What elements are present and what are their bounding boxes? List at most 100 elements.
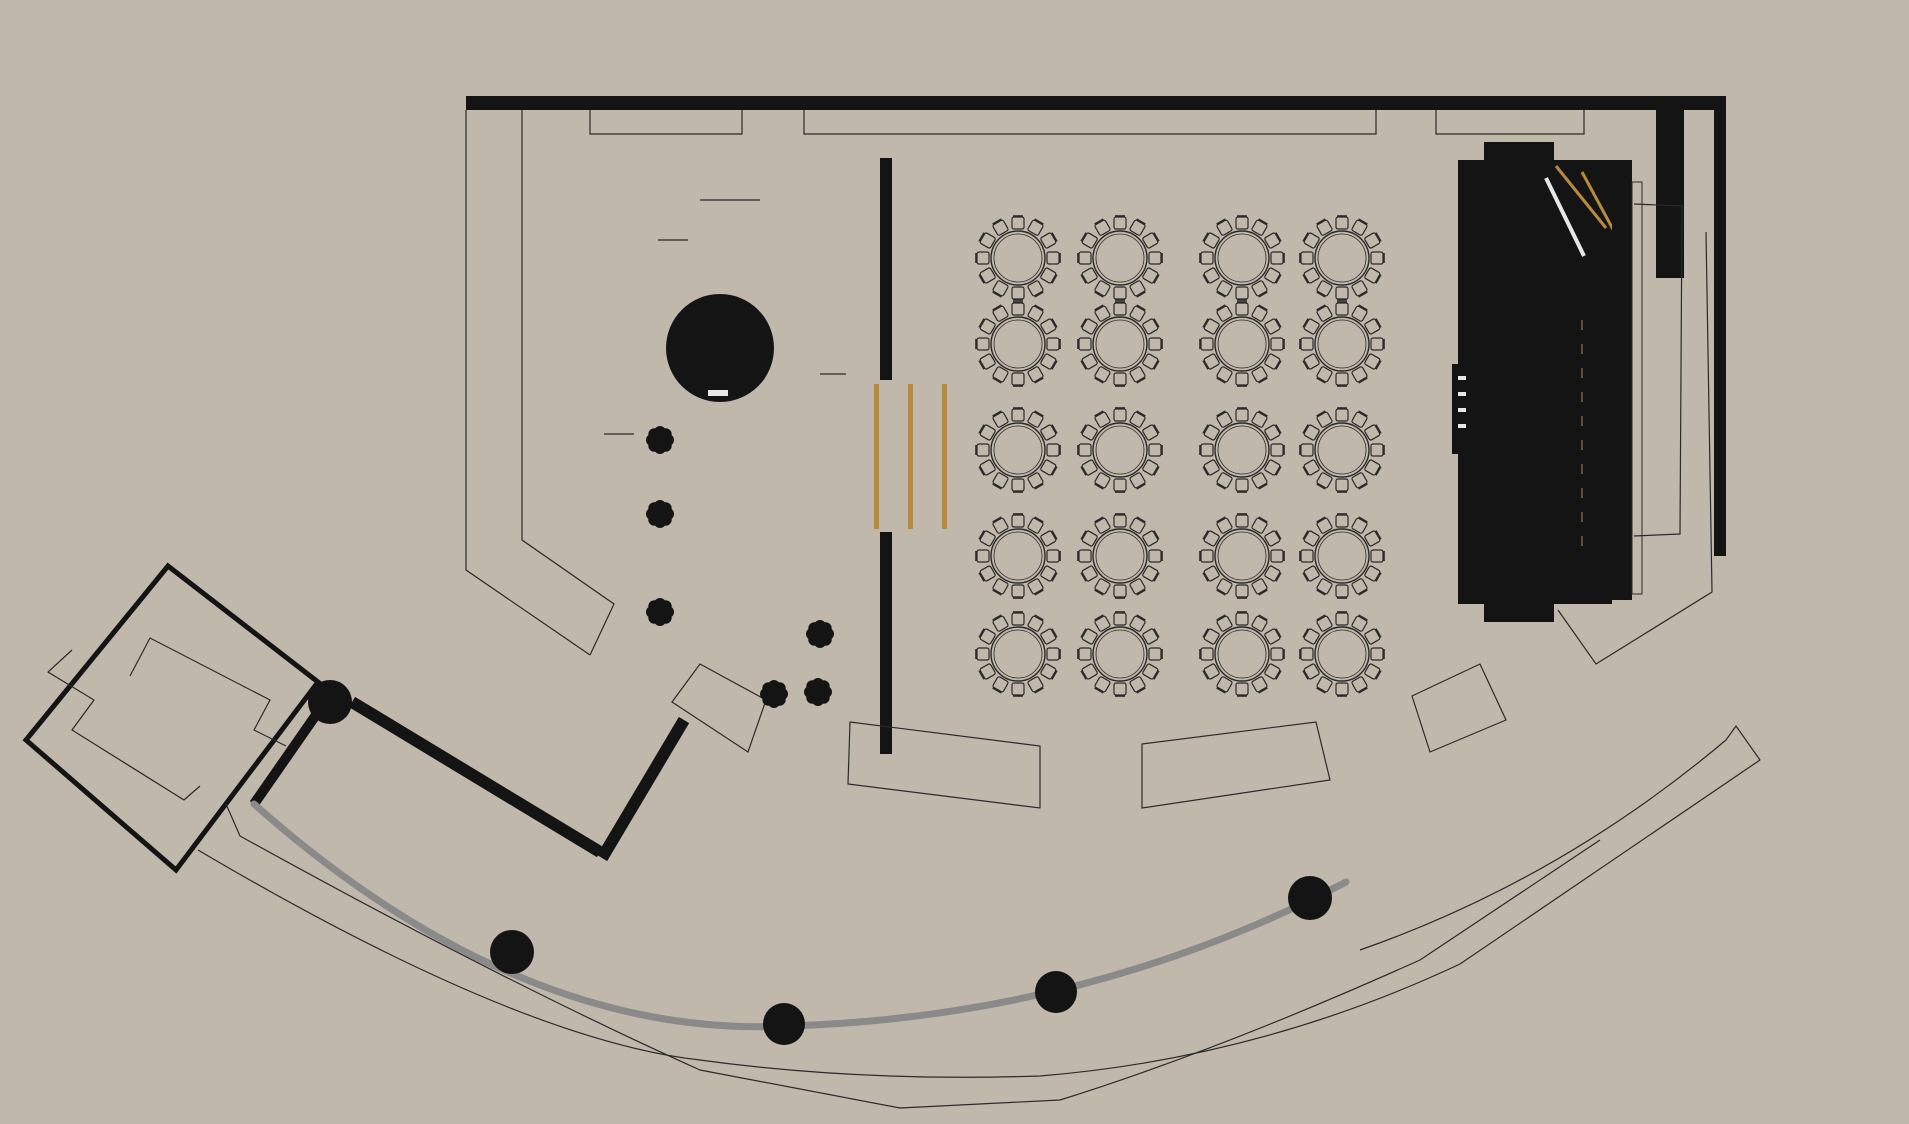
chair-back	[1258, 687, 1268, 694]
stage-light-icon	[1614, 554, 1630, 566]
south-west-return-wall	[596, 716, 690, 862]
table-top	[1092, 626, 1148, 682]
chair	[1040, 663, 1057, 680]
partition-wall-north	[880, 158, 892, 380]
chair	[1300, 443, 1314, 457]
chair	[1270, 549, 1284, 563]
chair-back	[978, 530, 985, 540]
chair	[1251, 366, 1268, 383]
chair	[992, 305, 1009, 322]
chair	[1027, 676, 1044, 693]
chair	[1351, 517, 1368, 534]
table-top	[1314, 528, 1370, 584]
chair	[1216, 305, 1233, 322]
chair-back	[1051, 424, 1058, 434]
chair-back	[1153, 466, 1160, 476]
chair	[1351, 615, 1368, 632]
chair	[1203, 663, 1220, 680]
table-top	[1314, 230, 1370, 286]
chair	[979, 663, 996, 680]
chair-back	[978, 232, 985, 242]
chair-back	[1358, 218, 1368, 225]
partition-door-panel	[908, 384, 913, 529]
chair	[1335, 478, 1349, 492]
partition-wall-south	[880, 532, 892, 754]
table-top	[1214, 230, 1270, 286]
potted-plant-icon	[760, 680, 788, 708]
table-top-inner	[1217, 531, 1267, 581]
chair-back	[1375, 466, 1382, 476]
table-top-inner	[993, 629, 1043, 679]
chair	[1364, 232, 1381, 249]
chair	[1264, 232, 1281, 249]
chair-back	[1136, 516, 1146, 523]
table-top	[1092, 316, 1148, 372]
chair	[1046, 251, 1060, 265]
chair-back	[1051, 232, 1058, 242]
round-column-icon	[1035, 971, 1077, 1013]
chair-back	[978, 466, 985, 476]
chair	[1351, 366, 1368, 383]
chair	[979, 459, 996, 476]
chair	[1011, 302, 1025, 316]
chair-back	[1358, 304, 1368, 311]
stage-light-icon	[1614, 322, 1630, 334]
chair	[1027, 517, 1044, 534]
chair-back	[1136, 304, 1146, 311]
chair-back	[1258, 304, 1268, 311]
chair-back	[1034, 218, 1044, 225]
chair	[976, 549, 990, 563]
chair	[1303, 530, 1320, 547]
chair	[1081, 267, 1098, 284]
chair	[1251, 578, 1268, 595]
chair-back	[1094, 304, 1104, 311]
chair-back	[1275, 360, 1282, 370]
chair-back	[1094, 377, 1104, 384]
chair	[1011, 372, 1025, 386]
chair	[1094, 280, 1111, 297]
chair	[1235, 612, 1249, 626]
chair	[992, 472, 1009, 489]
chair-back	[978, 274, 985, 284]
chair	[1251, 615, 1268, 632]
chair-back	[1080, 424, 1087, 434]
table-top-inner	[1095, 629, 1145, 679]
chair	[1251, 472, 1268, 489]
chair-back	[1316, 614, 1326, 621]
chair-back	[1034, 687, 1044, 694]
chair	[992, 517, 1009, 534]
chair-back	[1034, 410, 1044, 417]
chair	[1200, 251, 1214, 265]
chair	[1200, 647, 1214, 661]
table-top-inner	[1217, 629, 1267, 679]
chair	[1351, 305, 1368, 322]
podium-marker	[1458, 408, 1466, 412]
chair	[1040, 353, 1057, 370]
chair	[1351, 411, 1368, 428]
chair-back	[1216, 291, 1226, 298]
chair-back	[992, 377, 1002, 384]
chair	[1046, 337, 1060, 351]
chair	[1094, 472, 1111, 489]
chair-back	[1136, 687, 1146, 694]
stage-light-icon	[1614, 496, 1630, 508]
table-top-inner	[1317, 319, 1367, 369]
stage-stripe-1	[1544, 177, 1586, 257]
chair	[1113, 216, 1127, 230]
chair-back	[1216, 687, 1226, 694]
table-top	[990, 626, 1046, 682]
stage-light-icon	[1614, 351, 1630, 363]
chair	[1303, 318, 1320, 335]
chair-back	[1316, 516, 1326, 523]
chair	[1129, 578, 1146, 595]
chair	[1235, 372, 1249, 386]
entry-inner-2	[129, 637, 287, 747]
partition-door-panel	[874, 384, 879, 529]
chair-back	[1051, 274, 1058, 284]
chair	[992, 366, 1009, 383]
podium-marker	[1458, 376, 1466, 380]
plant-core	[652, 604, 668, 620]
chair-back	[992, 589, 1002, 596]
round-table-with-chairs-icon	[975, 611, 1061, 697]
chair-back	[1034, 291, 1044, 298]
